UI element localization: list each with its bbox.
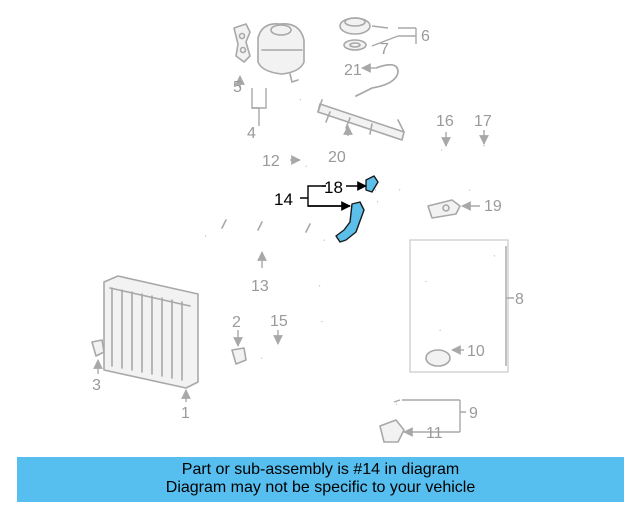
callout-12: 12 [262,153,280,170]
part-21-hose[interactable] [355,64,399,97]
part-16-hose[interactable] [399,146,462,198]
callout-5: 5 [233,79,242,96]
callout-4: 4 [247,125,256,142]
callout-8: 8 [515,291,524,308]
part-13-harness[interactable] [205,219,325,242]
info-banner: Part or sub-assembly is #14 in diagram D… [17,457,624,502]
part-19-sensor[interactable] [427,199,461,219]
part-2-bracket[interactable] [231,347,247,365]
part-5-bracket[interactable] [233,23,251,63]
callout-18: 18 [324,178,343,197]
part-20-crossmember[interactable] [317,99,405,141]
part-1-radiator[interactable] [103,275,199,389]
callout-9: 9 [469,405,478,422]
parts-diagram: 5 4 6 7 21 12 20 16 17 19 14 18 13 8 10 … [91,17,524,443]
callout-20: 20 [328,149,346,166]
part-3-bracket[interactable] [91,339,105,357]
banner-line-1: Part or sub-assembly is #14 in diagram [181,461,460,478]
part-9-lower-hose[interactable] [317,280,399,409]
callouts: 5 4 6 7 21 12 20 16 17 19 14 18 13 8 10 … [92,28,524,442]
callout-16: 16 [436,113,454,130]
callout-15: 15 [270,313,288,330]
part-15-hose[interactable] [260,321,325,361]
callout-21: 21 [344,62,362,79]
part-6-cap[interactable] [339,17,371,35]
callout-11: 11 [426,425,443,442]
leader-lines [93,25,514,437]
callout-1: 1 [181,405,190,422]
part-4-expansion-tank[interactable] [257,22,305,83]
part-12-hose[interactable] [274,98,308,167]
part-17-hose[interactable] [468,145,492,192]
part-11-fitting[interactable] [379,419,405,443]
callout-13: 13 [251,278,269,295]
callout-17: 17 [474,113,492,130]
callout-2: 2 [232,314,241,331]
part-14-highlighted-hose[interactable] [335,201,365,243]
callout-7: 7 [380,41,389,58]
part-7-seal[interactable] [343,39,367,51]
highlight-leaders [300,181,367,211]
callout-14: 14 [274,190,293,209]
banner-line-2: Diagram may not be specific to your vehi… [165,479,476,496]
callout-19: 19 [484,198,502,215]
callout-6: 6 [421,28,430,45]
callout-10: 10 [467,343,485,360]
callout-3: 3 [92,377,101,394]
part-18-connector[interactable] [365,175,403,208]
part-8-assembly-box[interactable] [409,239,509,373]
